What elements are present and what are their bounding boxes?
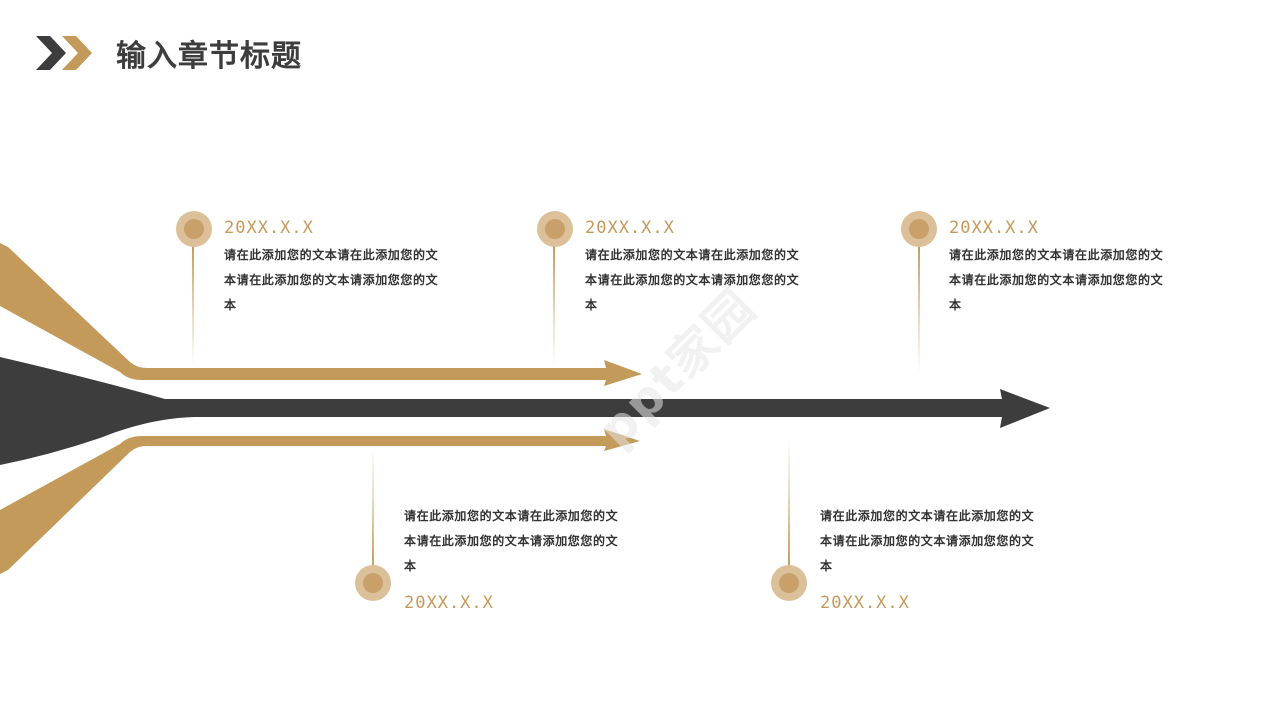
timeline-dot — [355, 565, 391, 601]
timeline-stem — [192, 244, 194, 366]
timeline-text: 请在此添加您的文本请在此添加您的文本请在此添加您的文本请添加您您的文本 — [585, 248, 800, 312]
section-header: 输入章节标题 — [36, 30, 302, 76]
timeline-text: 请在此添加您的文本请在此添加您的文本请在此添加您的文本请添加您您的文本 — [949, 248, 1164, 312]
timeline-date: 20XX.X.X — [820, 593, 910, 613]
page-title: 输入章节标题 — [116, 39, 302, 74]
timeline-dot — [771, 565, 807, 601]
timeline-dot — [537, 211, 573, 247]
timeline-dot — [901, 211, 937, 247]
timeline-date: 20XX.X.X — [224, 218, 314, 238]
gold-arrow-lower — [0, 429, 640, 574]
timeline-text: 请在此添加您的文本请在此添加您的文本请在此添加您的文本请添加您您的文本 — [404, 509, 619, 573]
double-chevron-right-icon — [36, 36, 92, 70]
timeline-date: 20XX.X.X — [585, 218, 675, 238]
gold-arrow-upper — [0, 243, 642, 386]
timeline-stem — [372, 448, 374, 570]
dark-arrow-main — [0, 357, 1050, 465]
timeline-text: 请在此添加您的文本请在此添加您的文本请在此添加您的文本请添加您您的文本 — [224, 248, 439, 312]
timeline-date: 20XX.X.X — [404, 593, 494, 613]
timeline-stem — [788, 438, 790, 570]
timeline-dot — [176, 211, 212, 247]
timeline-stem — [918, 244, 920, 374]
timeline-stem — [553, 244, 555, 366]
timeline-date: 20XX.X.X — [949, 218, 1039, 238]
timeline-text: 请在此添加您的文本请在此添加您的文本请在此添加您的文本请添加您您的文本 — [820, 509, 1035, 573]
